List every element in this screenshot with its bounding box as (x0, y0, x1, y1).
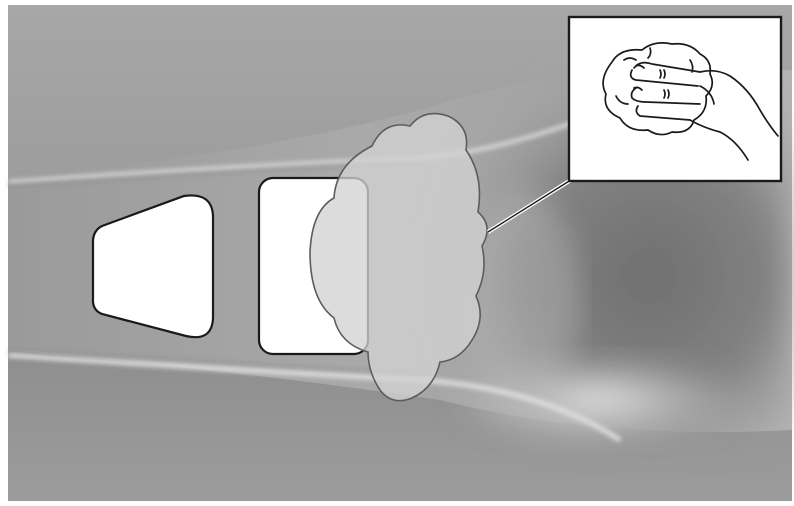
inset-detail (569, 17, 781, 181)
